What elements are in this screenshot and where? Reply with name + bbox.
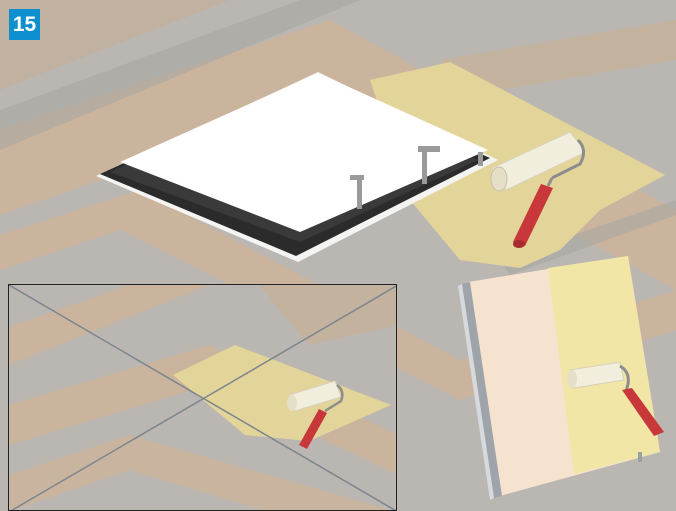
hatch-bracket <box>350 175 364 180</box>
hatch-bracket <box>422 148 427 184</box>
step-number-badge: 15 <box>9 9 40 40</box>
hatch-bracket <box>478 152 483 166</box>
detail-inset <box>8 284 397 511</box>
hatch-bracket <box>357 175 362 209</box>
inset-scene <box>9 285 397 511</box>
hatch-bracket <box>418 146 440 152</box>
